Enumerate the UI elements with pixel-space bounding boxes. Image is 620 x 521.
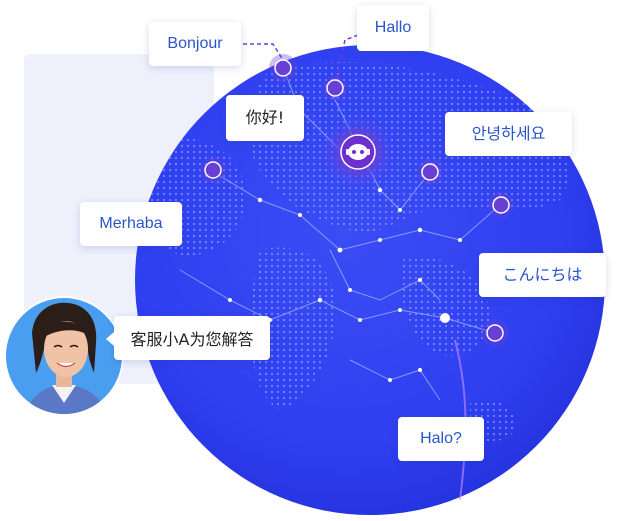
- constellation-lines: [179, 67, 501, 401]
- greeting-bubble-annyeong: 안녕하세요: [445, 112, 572, 156]
- agent-message-text: 客服小A为您解答: [130, 330, 254, 349]
- connector-line-bonjour: [243, 43, 284, 61]
- agent-message-bubble: 客服小A为您解答: [106, 316, 270, 360]
- greeting-bubble-hallo: Hallo: [357, 5, 429, 51]
- greeting-bubble-nihao: 你好!: [226, 95, 304, 141]
- customer-service-agent-avatar: [4, 296, 124, 416]
- greeting-text: 你好!: [245, 108, 285, 127]
- greeting-bubble-merhaba: Merhaba: [80, 202, 182, 246]
- greeting-text: Halo?: [420, 430, 462, 447]
- robot-face-icon: [326, 120, 390, 184]
- arc-line: [454, 339, 467, 501]
- greeting-text: Hallo: [374, 19, 412, 36]
- greeting-text: Bonjour: [167, 35, 223, 52]
- greeting-text: Merhaba: [99, 215, 163, 232]
- greeting-text: 안녕하세요: [471, 124, 546, 143]
- greeting-bubble-konnichiwa: こんにちは: [479, 253, 606, 297]
- greeting-bubble-bonjour: Bonjour: [149, 22, 241, 66]
- network-nodes: [200, 54, 514, 347]
- greeting-text: こんにちは: [502, 265, 583, 284]
- greeting-bubble-halo: Halo?: [398, 417, 484, 461]
